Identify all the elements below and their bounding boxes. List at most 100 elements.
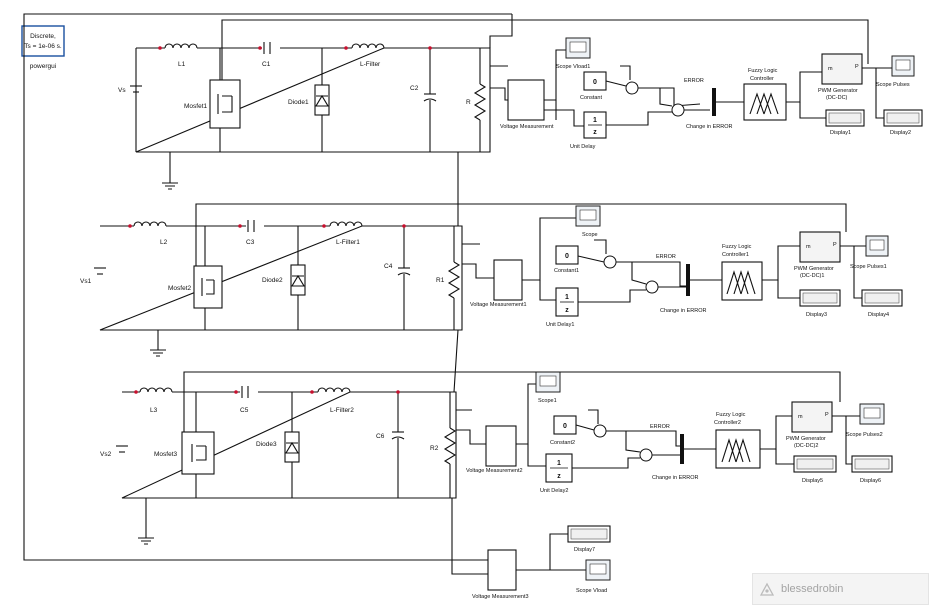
constant2-label: Constant2 xyxy=(550,440,575,446)
change-error-label-2: Change in ERROR xyxy=(652,475,698,481)
sum-error-1[interactable] xyxy=(603,255,617,269)
lfilter2-label: L-Filter2 xyxy=(330,407,354,414)
inductor-l1[interactable] xyxy=(164,43,198,49)
inductor-l3-label: L3 xyxy=(150,407,158,414)
flc-label-1: Fuzzy Logic xyxy=(748,68,778,74)
svg-text:P: P xyxy=(833,242,837,248)
capacitor-c6-label: C6 xyxy=(376,433,385,440)
capacitor-c1-label: C1 xyxy=(262,61,271,68)
constant1-label: Constant1 xyxy=(554,268,579,274)
flc2-label-2: Controller2 xyxy=(714,420,741,426)
unit-delay1-den: z xyxy=(565,307,569,314)
flc-label-2: Controller xyxy=(750,76,774,82)
sum-error-2[interactable] xyxy=(593,424,607,438)
powergui-label: powergui xyxy=(30,63,56,70)
inductor-lfilter1[interactable] xyxy=(329,221,363,227)
source-vs: Vs xyxy=(118,87,126,94)
scope-pulses2-label: Scope Pulses2 xyxy=(846,432,883,438)
watermark-text: blessedrobin xyxy=(781,583,844,595)
voltage-measurement2-block[interactable] xyxy=(485,425,517,467)
pwm-generator-1[interactable] xyxy=(799,231,841,263)
capacitor-c4-label: C4 xyxy=(384,263,393,270)
unit-delay-num: 1 xyxy=(593,117,597,124)
constant-value: 0 xyxy=(593,79,597,86)
fuzzy-logic-controller-1[interactable] xyxy=(721,261,763,301)
sum-change-error-2[interactable] xyxy=(639,448,653,462)
capacitor-c3-label: C3 xyxy=(246,239,255,246)
constant1-block[interactable] xyxy=(555,245,579,265)
display5-label: Display5 xyxy=(802,478,823,484)
source-vs1: Vs1 xyxy=(80,278,92,285)
mux[interactable] xyxy=(712,88,716,116)
unit-delay1-num: 1 xyxy=(565,294,569,301)
constant1-value: 0 xyxy=(565,253,569,260)
sum-change-error-1[interactable] xyxy=(645,280,659,294)
error-label-1: ERROR xyxy=(656,254,676,260)
unit-delay1-label: Unit Delay1 xyxy=(546,322,574,328)
mosfet3-block[interactable] xyxy=(181,431,215,475)
scope-pulses1-label: Scope Pulses1 xyxy=(850,264,887,270)
svg-text:m: m xyxy=(806,244,811,250)
converter-row-3: Vs2 L3 Mosfet3 C5 Diode3 L-Filter2 C6 R2… xyxy=(100,371,893,545)
fuzzy-logic-controller-2[interactable] xyxy=(715,429,761,469)
converter-row-1: Vs L1 Mosfet1 C1 Diode1 L-Filter C2 R xyxy=(118,19,923,190)
sum-change-error[interactable] xyxy=(671,103,685,117)
mosfet2-block[interactable] xyxy=(193,265,223,309)
inductor-lfilter[interactable] xyxy=(351,43,385,49)
mosfet1-label: Mosfet1 xyxy=(184,103,208,110)
mux-2[interactable] xyxy=(680,434,684,464)
inductor-l1-label: L1 xyxy=(178,61,186,68)
voltage-measurement3-block[interactable] xyxy=(487,549,517,591)
display1-label: Display1 xyxy=(830,130,851,136)
inductor-l3[interactable] xyxy=(139,387,173,393)
fuzzy-logic-controller[interactable] xyxy=(743,83,787,121)
voltage-measurement-label: Voltage Measurement xyxy=(500,124,554,130)
flc2-label-1: Fuzzy Logic xyxy=(716,412,746,418)
pwm-generator[interactable] xyxy=(821,53,863,85)
pwm1-label-2: (DC-DC)1 xyxy=(800,273,824,279)
change-error-label: Change in ERROR xyxy=(686,124,732,130)
mosfet1-block[interactable] xyxy=(209,79,241,129)
sum-error[interactable] xyxy=(625,81,639,95)
unit-delay-label: Unit Delay xyxy=(570,144,596,150)
diode3-label: Diode3 xyxy=(256,441,277,448)
pwm-label-1: PWM Generator xyxy=(818,88,858,94)
pwm2-label-2: (DC-DC)2 xyxy=(794,443,818,449)
unit-delay2-num: 1 xyxy=(557,460,561,467)
error-label-2: ERROR xyxy=(650,424,670,430)
svg-text:P: P xyxy=(825,412,829,418)
svg-text:m: m xyxy=(828,66,833,72)
powergui-block[interactable]: Discrete, Ts = 1e-06 s. xyxy=(21,25,65,57)
voltage-measurement3-label: Voltage Measurement3 xyxy=(472,594,529,600)
voltage-measurement1-label: Voltage Measurement1 xyxy=(470,302,527,308)
bottom-measurement: Voltage Measurement3 Display7 Scope Vloa… xyxy=(472,525,611,600)
display4-label: Display4 xyxy=(868,312,889,318)
resistor-r1-label: R1 xyxy=(436,277,445,284)
inductor-l2-label: L2 xyxy=(160,239,168,246)
constant-label: Constant xyxy=(580,95,602,101)
pwm-generator-2[interactable] xyxy=(791,401,833,433)
powergui-line1: Discrete, xyxy=(30,33,56,40)
scope-vload1-label: Scope Vload1 xyxy=(556,64,590,70)
scope-vload-label: Scope Vload xyxy=(576,588,607,594)
resistor-r2-label: R2 xyxy=(430,445,439,452)
inductor-l2[interactable] xyxy=(133,221,167,227)
scope-pulses-label: Scope Pulses xyxy=(876,82,910,88)
voltage-measurement1-block[interactable] xyxy=(493,259,523,301)
diode2-label: Diode2 xyxy=(262,277,283,284)
voltage-measurement2-label: Voltage Measurement2 xyxy=(466,468,523,474)
shared-wiring xyxy=(23,13,513,575)
watermark-logo-icon xyxy=(759,582,775,596)
lfilter-label: L-Filter xyxy=(360,61,381,68)
display7-label: Display7 xyxy=(574,547,595,553)
voltage-measurement-block[interactable] xyxy=(507,79,545,121)
pwm-label-2: (DC-DC) xyxy=(826,95,848,101)
mux-1[interactable] xyxy=(686,264,690,296)
unit-delay2-label: Unit Delay2 xyxy=(540,488,568,494)
inductor-lfilter2[interactable] xyxy=(317,387,351,393)
resistor-r-label: R xyxy=(466,99,471,106)
watermark: blessedrobin xyxy=(752,573,929,605)
diode1-label: Diode1 xyxy=(288,99,309,106)
change-error-label-1: Change in ERROR xyxy=(660,308,706,314)
